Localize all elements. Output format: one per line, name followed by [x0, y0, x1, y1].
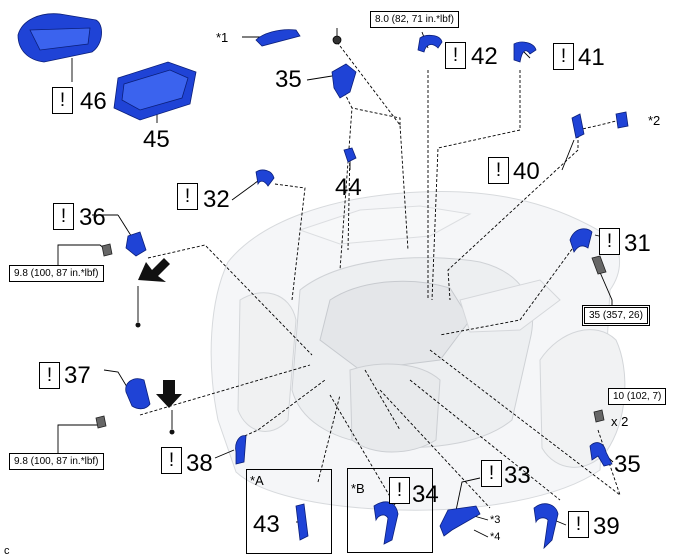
bolt-part-35-lower: [593, 409, 605, 423]
hose-part-32: [255, 169, 275, 187]
part-number-34: 34: [412, 481, 439, 508]
part-number-44: 44: [335, 174, 362, 201]
callout-4: *4: [490, 531, 501, 543]
part-number-35-top: 35: [275, 66, 302, 93]
part-number-46: 46: [80, 88, 107, 115]
callout-2: *2: [648, 113, 661, 128]
valve-part-36: [125, 231, 147, 257]
hose-part-39: [533, 503, 559, 550]
caution-mark-32: !: [177, 183, 198, 210]
quantity-x2: x 2: [611, 414, 629, 429]
caution-mark-40: !: [488, 157, 509, 184]
caution-mark-31: !: [599, 228, 620, 255]
caution-mark-39: !: [568, 511, 589, 538]
torque-spec-left-upper: 9.8 (100, 87 in.*lbf): [9, 265, 104, 282]
engine-cover-part-46: [17, 13, 102, 63]
part-number-32: 32: [203, 186, 230, 213]
arrow-lower: [156, 380, 182, 408]
sensor-part-40: [571, 113, 585, 139]
callout-3: *3: [490, 514, 501, 526]
clip-part-1: [255, 29, 301, 47]
torque-spec-right: 35 (357, 26): [582, 305, 650, 326]
caution-mark-38: !: [161, 447, 182, 474]
connector-part-2: [615, 111, 629, 129]
hose-part-33: [439, 505, 481, 537]
blue-parts: [17, 13, 629, 550]
caution-mark-33: !: [481, 460, 502, 487]
arrow-upper: [138, 258, 170, 282]
hose-part-43: [295, 503, 309, 541]
hose-part-42: [417, 34, 443, 53]
part-number-38: 38: [186, 450, 213, 477]
inset-box-a: [246, 469, 332, 554]
part-number-41: 41: [578, 44, 605, 71]
torque-spec-right-lower: 10 (102, 7): [608, 388, 667, 405]
inset-box-b: [347, 468, 433, 553]
callout-b: *B: [351, 481, 365, 496]
part-number-37: 37: [64, 362, 91, 389]
part-number-39: 39: [593, 513, 620, 540]
part-number-31: 31: [624, 230, 651, 257]
figure-code: c: [4, 545, 10, 557]
pipe-part-35-lower: [589, 442, 613, 467]
callout-1: *1: [216, 30, 229, 45]
torque-spec-left-lower: 9.8 (100, 87 in.*lbf): [9, 453, 104, 470]
bolt-top: [332, 35, 342, 45]
callout-a: *A: [250, 473, 264, 488]
part-number-43: 43: [253, 511, 280, 538]
bolt-part-37: [95, 415, 107, 429]
hose-part-37: [125, 378, 151, 410]
install-arrows: [135, 258, 182, 435]
part-number-45: 45: [143, 126, 170, 153]
ecu-box-part-45: [113, 61, 197, 121]
bolt-part-36: [101, 243, 113, 257]
bracket-part-35-top: [331, 63, 357, 99]
hose-part-38: [235, 435, 247, 465]
caution-mark-34: !: [389, 477, 410, 504]
part-number-40: 40: [513, 158, 540, 185]
hose-part-34: [373, 501, 399, 545]
part-number-36: 36: [79, 204, 106, 231]
caution-mark-37: !: [39, 362, 60, 389]
part-number-33: 33: [504, 462, 531, 489]
vehicle-engine-bay-ghost: [210, 190, 626, 511]
caution-mark-42: !: [445, 42, 466, 69]
hose-part-31: [569, 228, 593, 253]
hose-part-41: [513, 41, 537, 63]
part-number-35-lower: 35: [614, 451, 641, 478]
caution-mark-46: !: [52, 87, 73, 114]
caution-mark-36: !: [53, 203, 74, 230]
clip-part-44: [343, 147, 357, 163]
part-number-42: 42: [471, 43, 498, 70]
caution-mark-41: !: [553, 43, 574, 70]
bolt-part-31: [591, 255, 607, 275]
torque-spec-top: 8.0 (82, 71 in.*lbf): [370, 11, 459, 28]
